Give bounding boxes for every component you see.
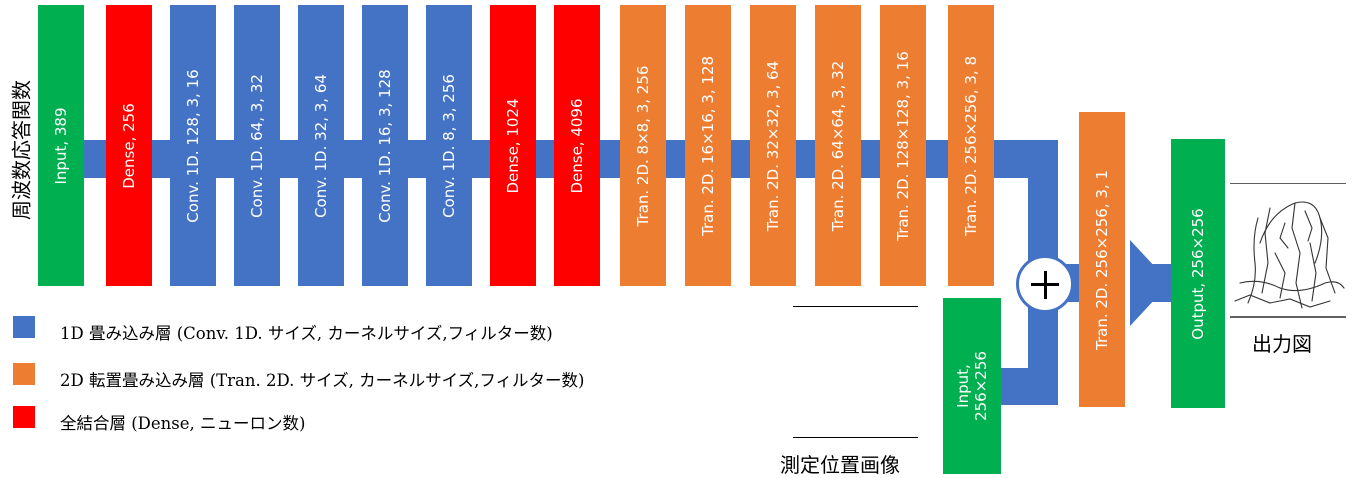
layer-dense-1024: Dense, 1024	[490, 5, 536, 286]
layer-tran-32: Tran. 2D. 32×32, 3, 64	[750, 5, 796, 286]
layer-conv-16: Conv. 1D. 16, 3, 128	[362, 5, 408, 286]
layer-label: Tran. 2D. 256×256, 3, 1	[1093, 169, 1111, 350]
layer-label: Conv. 1D. 128, 3, 16	[184, 68, 202, 223]
layer-dense-256: Dense, 256	[106, 5, 152, 286]
layer-label: Dense, 256	[120, 102, 138, 189]
layer-label: Tran. 2D. 128×128, 3, 16	[894, 50, 912, 241]
layer-tran-256-8: Tran. 2D. 256×256, 3, 8	[948, 5, 994, 286]
layer-tran-8: Tran. 2D. 8×8, 3, 256	[620, 5, 666, 286]
divider-upper	[793, 306, 918, 307]
layer-label: Output, 256×256	[1189, 207, 1207, 340]
layer-conv-64: Conv. 1D. 64, 3, 32	[234, 5, 280, 286]
output-image	[1230, 183, 1346, 318]
layer-label: Tran. 2D. 16×16, 3, 128	[699, 55, 717, 236]
image-input-line1: Input,	[954, 364, 972, 408]
legend-text-tran: 2D 転置畳み込み層 (Tran. 2D. サイズ, カーネルサイズ,フィルター…	[60, 371, 585, 390]
layer-tran-final: Tran. 2D. 256×256, 3, 1	[1079, 112, 1125, 407]
layer-label: Tran. 2D. 64×64, 3, 32	[829, 60, 847, 231]
layer-tran-16: Tran. 2D. 16×16, 3, 128	[685, 5, 731, 286]
legend-swatch-dense	[13, 406, 35, 428]
layer-output: Output, 256×256	[1171, 139, 1225, 408]
legend-text-conv: 1D 畳み込み層 (Conv. 1D. サイズ, カーネルサイズ,フィルター数)	[60, 324, 553, 343]
image-input-connector	[1000, 368, 1058, 405]
layer-label: Conv. 1D. 32, 3, 64	[312, 73, 330, 218]
image-input-line2: 256×256	[972, 351, 990, 421]
layer-conv-32: Conv. 1D. 32, 3, 64	[298, 5, 344, 286]
layer-label: Input, 389	[52, 106, 70, 185]
image-input-caption: 測定位置画像	[780, 453, 900, 477]
output-caption: 出力図	[1252, 332, 1312, 356]
divider-lower	[793, 437, 918, 438]
layer-label: Conv. 1D. 64, 3, 32	[248, 73, 266, 218]
merge-add-icon	[1016, 255, 1074, 313]
layer-tran-128: Tran. 2D. 128×128, 3, 16	[880, 5, 926, 286]
layer-label: Tran. 2D. 32×32, 3, 64	[764, 60, 782, 231]
legend-text-dense: 全結合層 (Dense, ニューロン数)	[60, 414, 306, 433]
layer-label: Dense, 1024	[504, 97, 522, 194]
plus-vertical	[1043, 271, 1047, 299]
layer-conv-128: Conv. 1D. 128, 3, 16	[170, 5, 216, 286]
layer-label: Conv. 1D. 8, 3, 256	[440, 73, 458, 218]
arrow-head-icon	[1130, 240, 1170, 326]
input-signal-label: 周波数応答関数	[9, 80, 34, 220]
legend-swatch-conv	[13, 316, 35, 338]
layer-tran-64: Tran. 2D. 64×64, 3, 32	[815, 5, 861, 286]
layer-label: Tran. 2D. 256×256, 3, 8	[962, 55, 980, 236]
layer-conv-8: Conv. 1D. 8, 3, 256	[426, 5, 472, 286]
layer-image-input: Input, 256×256	[943, 298, 1001, 474]
layer-label: Dense, 4096	[568, 97, 586, 194]
layer-label: Tran. 2D. 8×8, 3, 256	[634, 65, 652, 226]
layer-dense-4096: Dense, 4096	[554, 5, 600, 286]
legend-swatch-tran	[13, 363, 35, 385]
layer-input: Input, 389	[38, 5, 84, 286]
layer-label: Conv. 1D. 16, 3, 128	[376, 68, 394, 223]
image-input-label: Input, 256×256	[954, 351, 990, 421]
